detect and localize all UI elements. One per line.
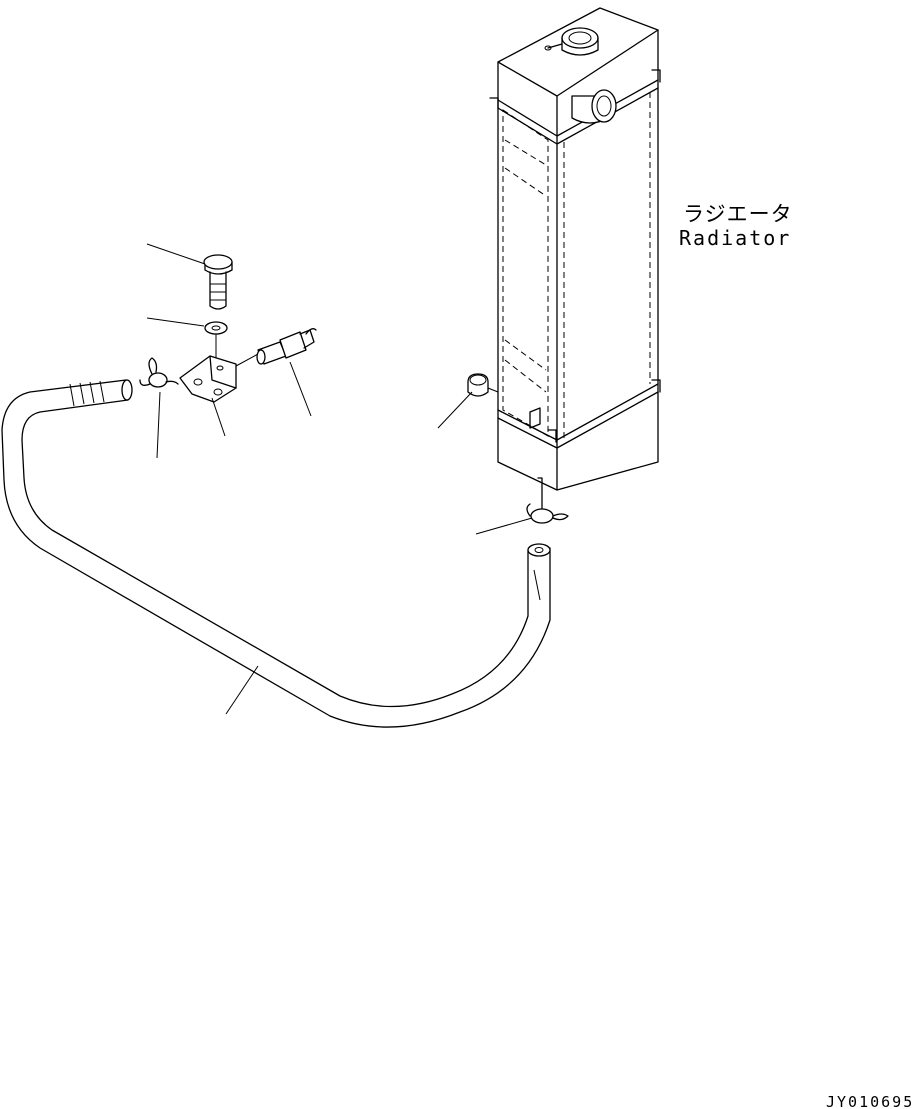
bracket (179, 355, 237, 403)
hose-clamp-sensor (139, 357, 179, 388)
washer (204, 321, 228, 335)
sensor-switch (235, 328, 317, 367)
drawing-id: JY010695 (826, 1093, 915, 1109)
radiator-label-en: Radiator (679, 226, 792, 250)
radiator (489, 7, 661, 511)
bolt (203, 254, 233, 310)
leader-lines (146, 243, 533, 715)
radiator-label-jp: ラジエータ (683, 202, 793, 226)
hose-clamp-radiator (526, 503, 569, 524)
drain-plug (467, 373, 499, 397)
hose (1, 379, 551, 728)
